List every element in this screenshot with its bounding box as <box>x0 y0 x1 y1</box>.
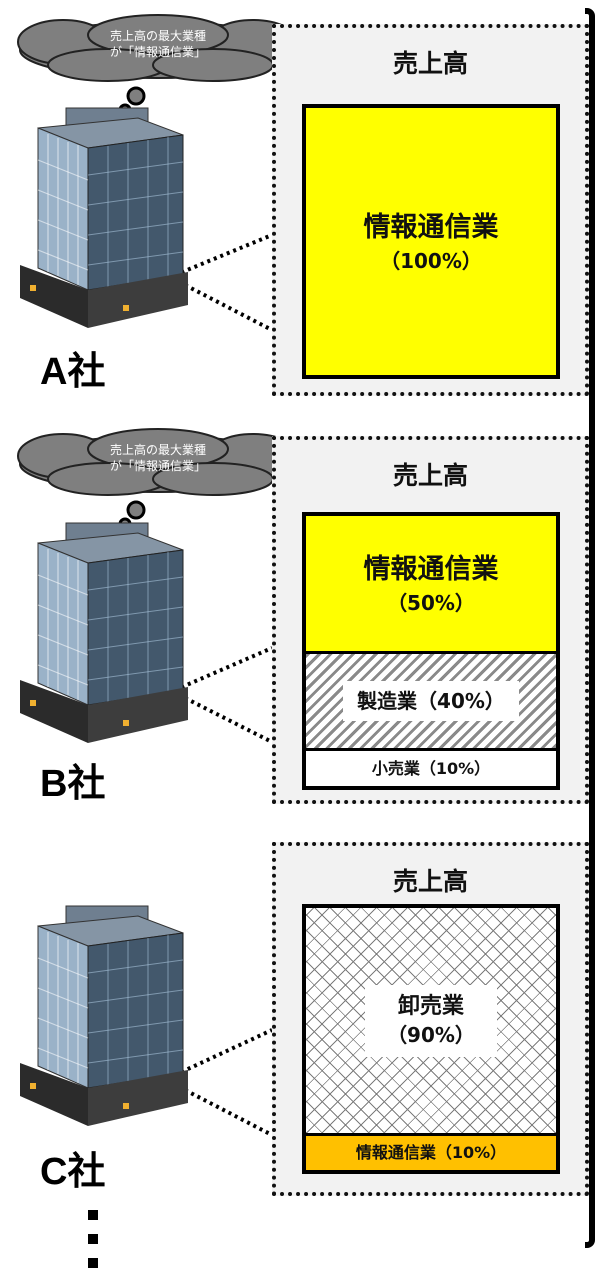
segment-percent: （90%） <box>387 1022 475 1047</box>
segment-label: 情報通信業（10%） <box>355 1143 507 1163</box>
segment-percent: （50%） <box>387 590 475 615</box>
segment-label: 情報通信業 <box>363 211 499 243</box>
connector-a-lower <box>184 283 273 332</box>
dot <box>88 1258 98 1268</box>
more-indicator <box>88 1210 100 1282</box>
company-name: C社 <box>40 1151 106 1193</box>
thought-text: 売上高の最大業種 が「情報通信業」 <box>109 443 206 473</box>
segment-label: 卸売業 <box>397 993 464 1019</box>
segment-info-comm: 情報通信業 （100%） <box>306 108 556 375</box>
panel-title: 売上高 <box>392 867 468 896</box>
segment-label: 小売業（10%） <box>371 758 491 778</box>
sales-stack-c: 卸売業 （90%） 情報通信業（10%） <box>302 904 560 1174</box>
sales-panel-c: 売上高 卸売業 （90%） 情報通信業（10%） <box>272 842 589 1196</box>
sales-stack-b: 情報通信業 （50%） 製造業（40%） 小売業（10%） <box>302 512 560 790</box>
sales-panel-b: 売上高 情報通信業 （50%） 製造業（40%） 小売業（10%） <box>272 436 589 804</box>
segment-label: 情報通信業 <box>363 553 499 585</box>
thought-cloud-icon <box>17 14 299 117</box>
sales-panel-a: 売上高 情報通信業 （100%） <box>272 24 589 396</box>
connector-c-lower <box>184 1088 273 1137</box>
segment-info-comm: 情報通信業 （50%） <box>306 516 556 651</box>
building-icon <box>20 107 188 328</box>
segment-percent: （100%） <box>380 248 482 273</box>
thought-text: 売上高の最大業種 が「情報通信業」 <box>109 29 206 59</box>
segment-label: 製造業（40%） <box>343 681 519 722</box>
connector-b-lower <box>184 696 273 744</box>
company-name: B社 <box>40 763 106 805</box>
sales-stack-a: 情報通信業 （100%） <box>302 104 560 379</box>
segment-manufacturing: 製造業（40%） <box>306 651 556 749</box>
panel-title: 売上高 <box>392 49 468 78</box>
segment-info-comm: 情報通信業（10%） <box>306 1133 556 1170</box>
company-name: A社 <box>40 351 106 393</box>
building-icon <box>20 905 188 1126</box>
building-icon <box>20 522 188 743</box>
right-bracket <box>585 8 595 1248</box>
dot <box>88 1234 98 1244</box>
segment-label-box: 卸売業 （90%） <box>365 984 497 1057</box>
dot <box>88 1210 98 1220</box>
segment-retail: 小売業（10%） <box>306 748 556 786</box>
panel-title: 売上高 <box>392 461 468 490</box>
segment-wholesale: 卸売業 （90%） <box>306 908 556 1134</box>
thought-cloud-a: 売上高の最大業種 が「情報通信業」 <box>8 10 338 117</box>
